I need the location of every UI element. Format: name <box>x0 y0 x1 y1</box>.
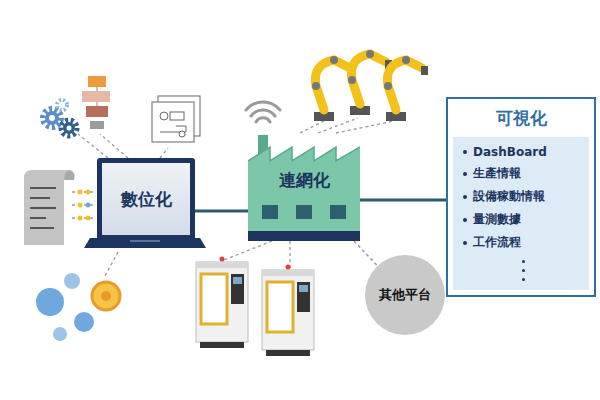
data-dots <box>78 190 91 221</box>
list-text: 工作流程 <box>473 234 521 251</box>
flowchart-icon <box>82 76 110 129</box>
platform-circle: 其他平台 <box>365 255 445 335</box>
list-box: DashBoard 生產情報設備稼動情報量測數據工作流程 <box>453 137 589 290</box>
leader-lines <box>72 118 394 278</box>
gears-icon <box>43 100 77 136</box>
bullet-dot <box>463 241 467 245</box>
bullet-dot <box>463 172 467 176</box>
laptop-screen: 數位化 <box>97 158 195 240</box>
document-icon <box>24 170 75 245</box>
circles-icon <box>36 273 120 341</box>
bullet-dot <box>463 150 467 154</box>
bullet-dot <box>463 218 467 222</box>
list-text: 設備稼動情報 <box>473 188 545 205</box>
factory-building: 連網化 <box>248 135 360 241</box>
cnc-machines <box>196 257 314 357</box>
list-item: 設備稼動情報 <box>463 188 583 205</box>
node-label: 連網化 <box>279 169 330 192</box>
panel-heading: 可視化 <box>453 107 589 130</box>
more-dots <box>493 257 553 284</box>
connector-line <box>360 199 446 202</box>
list-item: 量測數據 <box>463 211 583 228</box>
list-text: 生產情報 <box>473 165 521 182</box>
node-label: 其他平台 <box>379 286 431 304</box>
list-text: 量測數據 <box>473 211 521 228</box>
list-text: DashBoard <box>473 145 547 159</box>
drawing-icon <box>152 96 200 142</box>
bullet-dot <box>463 195 467 199</box>
node-label: 數位化 <box>121 188 172 211</box>
wifi-symbol <box>246 102 280 122</box>
connector-line <box>195 210 248 213</box>
list-item: 生產情報 <box>463 165 583 182</box>
connector-line <box>354 241 378 266</box>
list-item: DashBoard <box>463 145 583 159</box>
visualization-panel: 可視化 DashBoard 生產情報設備稼動情報量測數據工作流程 <box>446 97 596 297</box>
robot-arms <box>312 50 428 121</box>
list-item: 工作流程 <box>463 234 583 251</box>
